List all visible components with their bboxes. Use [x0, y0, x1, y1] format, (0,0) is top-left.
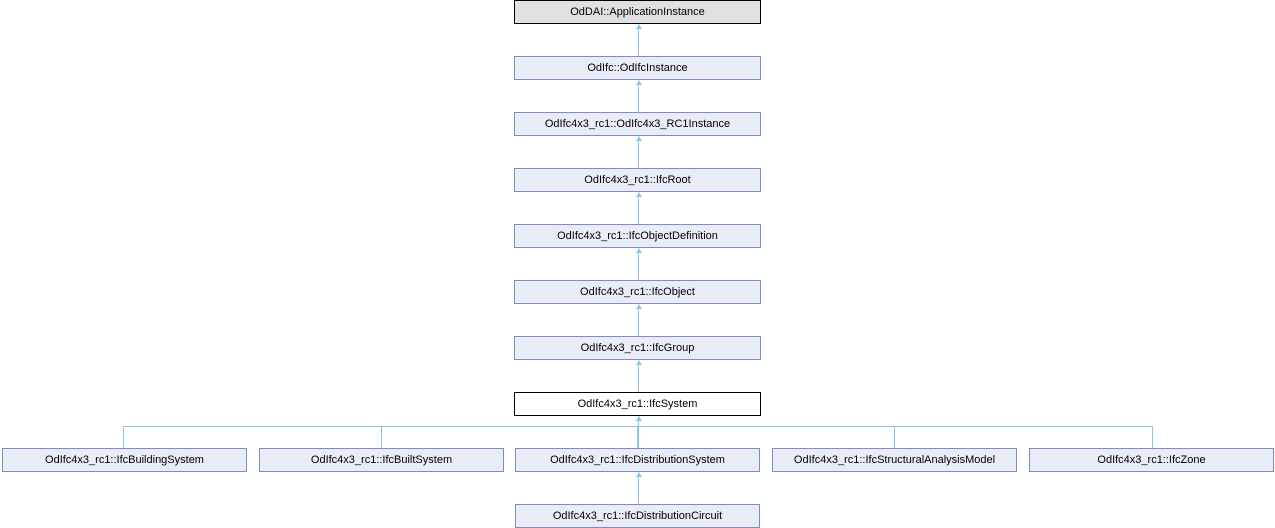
class-node-label: OdIfc4x3_rc1::IfcSystem	[577, 398, 698, 410]
inheritance-edge	[638, 477, 639, 504]
inheritance-edge	[638, 85, 639, 112]
class-node[interactable]: OdIfc4x3_rc1::IfcBuiltSystem	[259, 448, 504, 472]
inheritance-arrowhead	[636, 304, 642, 309]
class-node-label: OdIfc4x3_rc1::IfcDistributionSystem	[550, 454, 725, 466]
class-node[interactable]: OdIfc4x3_rc1::IfcDistributionCircuit	[515, 504, 760, 528]
class-node-label: OdIfc::OdIfcInstance	[587, 62, 688, 74]
inheritance-edge-drop	[381, 426, 382, 448]
inheritance-edge	[638, 253, 639, 280]
inheritance-edge-bus-stem	[638, 421, 639, 426]
inheritance-arrowhead	[636, 472, 642, 477]
class-node-label: OdIfc4x3_rc1::IfcGroup	[580, 342, 695, 354]
inheritance-edge-drop	[637, 426, 638, 448]
class-node-label: OdIfc4x3_rc1::IfcRoot	[584, 174, 691, 186]
class-node[interactable]: OdIfc4x3_rc1::IfcZone	[1029, 448, 1274, 472]
class-node[interactable]: OdIfc4x3_rc1::IfcDistributionSystem	[515, 448, 760, 472]
class-node-label: OdIfc4x3_rc1::IfcStructuralAnalysisModel	[793, 454, 996, 466]
inheritance-edge	[638, 421, 639, 448]
class-node[interactable]: OdIfc4x3_rc1::IfcStructuralAnalysisModel	[772, 448, 1017, 472]
class-node-label: OdDAI::ApplicationInstance	[570, 6, 705, 18]
class-node[interactable]: OdDAI::ApplicationInstance	[514, 0, 761, 24]
class-node-label: OdIfc4x3_rc1::IfcDistributionCircuit	[552, 510, 723, 522]
inheritance-arrowhead	[636, 136, 642, 141]
inheritance-edge	[638, 197, 639, 224]
class-node[interactable]: OdIfc4x3_rc1::IfcGroup	[514, 336, 761, 360]
inheritance-arrowhead	[636, 416, 642, 421]
inheritance-edge-drop	[123, 426, 124, 448]
inheritance-edge	[638, 309, 639, 336]
class-node-label: OdIfc4x3_rc1::OdIfc4x3_RC1Instance	[544, 118, 731, 130]
inheritance-edge	[638, 29, 639, 56]
inheritance-arrowhead	[636, 192, 642, 197]
class-node[interactable]: OdIfc4x3_rc1::IfcBuildingSystem	[2, 448, 247, 472]
class-node-label: OdIfc4x3_rc1::IfcObjectDefinition	[557, 230, 718, 242]
class-node[interactable]: OdIfc4x3_rc1::OdIfc4x3_RC1Instance	[514, 112, 761, 136]
inheritance-edge	[638, 141, 639, 168]
class-node[interactable]: OdIfc4x3_rc1::IfcObjectDefinition	[514, 224, 761, 248]
class-node-label: OdIfc4x3_rc1::IfcZone	[1097, 454, 1206, 466]
class-node[interactable]: OdIfc4x3_rc1::IfcObject	[514, 280, 761, 304]
class-node-label: OdIfc4x3_rc1::IfcBuiltSystem	[310, 454, 453, 466]
inheritance-arrowhead	[636, 80, 642, 85]
inheritance-edge	[638, 365, 639, 392]
class-node-label: OdIfc4x3_rc1::IfcObject	[580, 286, 695, 298]
class-node[interactable]: OdIfc::OdIfcInstance	[514, 56, 761, 80]
class-node[interactable]: OdIfc4x3_rc1::IfcRoot	[514, 168, 761, 192]
inheritance-arrowhead	[636, 248, 642, 253]
class-node[interactable]: OdIfc4x3_rc1::IfcSystem	[514, 392, 761, 416]
inheritance-arrowhead	[636, 360, 642, 365]
inheritance-arrowhead	[636, 24, 642, 29]
inheritance-edge-drop	[894, 426, 895, 448]
class-node-label: OdIfc4x3_rc1::IfcBuildingSystem	[45, 454, 204, 466]
inheritance-edge-drop	[1152, 426, 1153, 448]
